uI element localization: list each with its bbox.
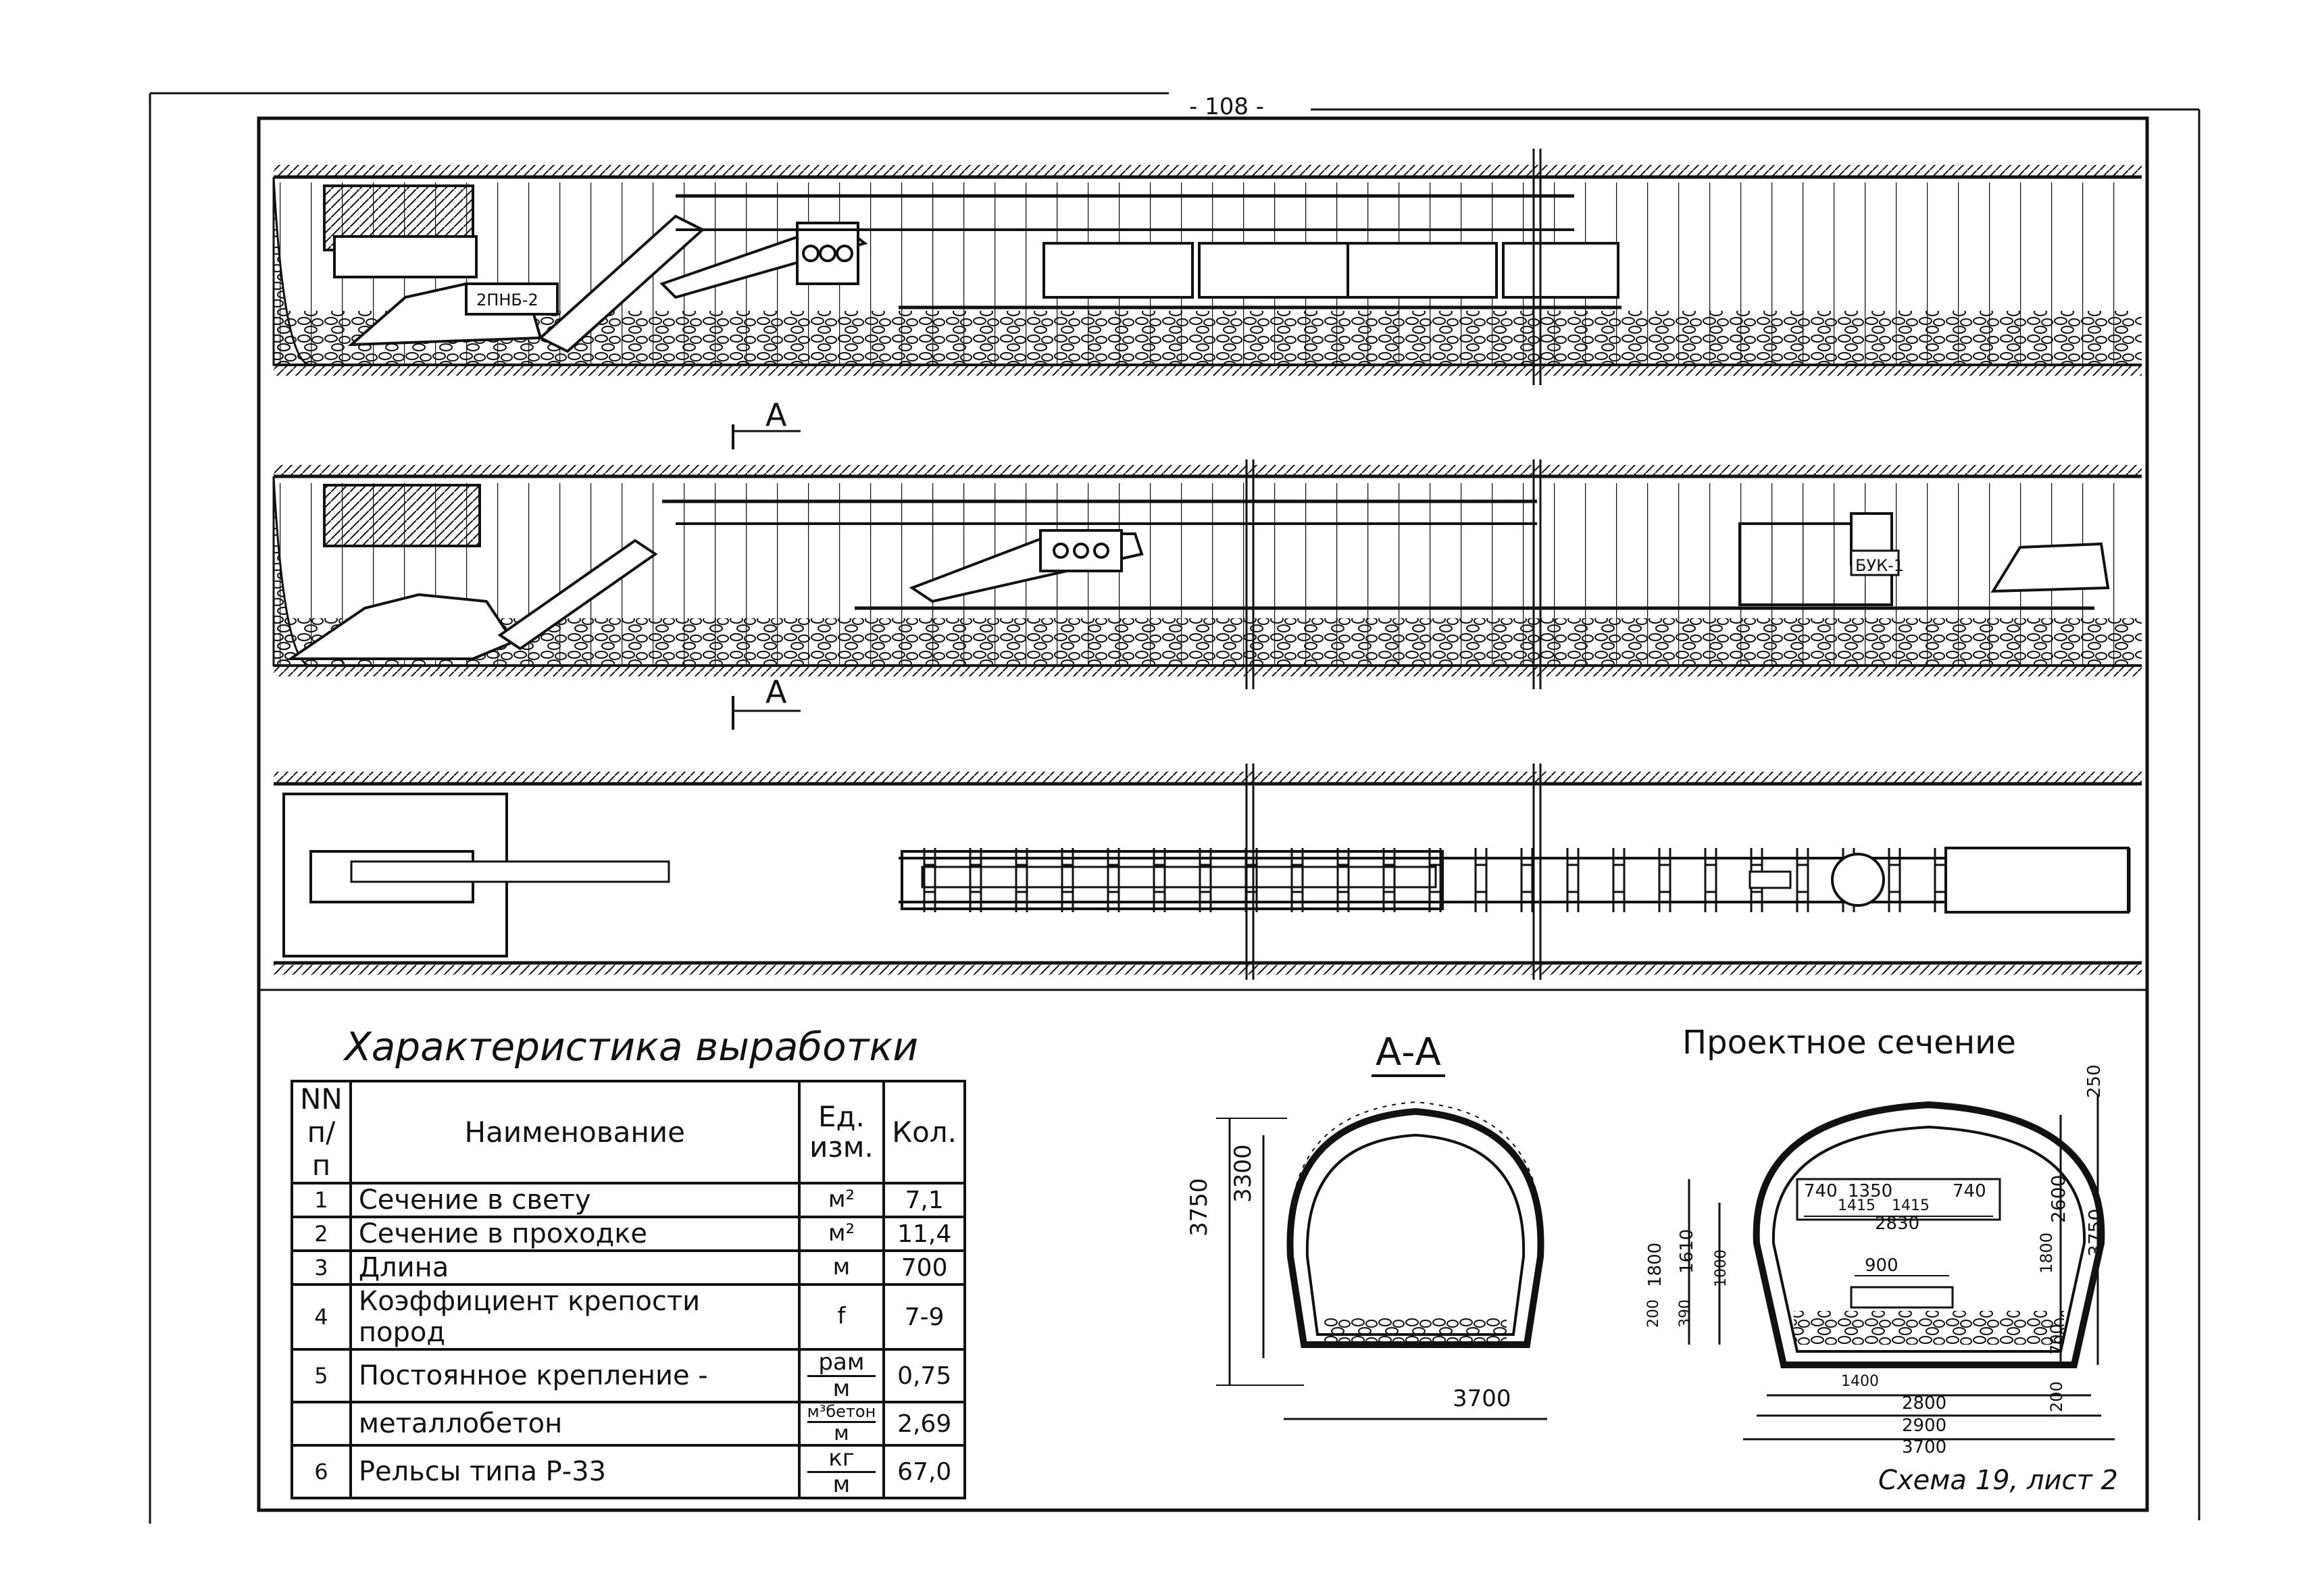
dim-1400: 1400 — [1841, 1373, 1879, 1390]
outer-frame — [149, 92, 2200, 1524]
row-qty: 0,75 — [882, 1347, 966, 1404]
aa-dim-3300: 3300 — [1230, 1144, 1257, 1203]
header-name: Наименование — [349, 1080, 801, 1184]
header-unit: Ед. изм. — [797, 1080, 886, 1184]
table-header-row: NN п/п Наименование Ед. изм. Кол. — [291, 1080, 966, 1184]
row-qty: 11,4 — [882, 1216, 966, 1252]
dim-250: 250 — [2084, 1064, 2105, 1098]
row-name: Коэффициент крепости пород — [349, 1283, 801, 1351]
aa-dim-3700: 3700 — [1453, 1385, 1511, 1412]
drill-label: БУК-1 — [1855, 556, 1904, 575]
header-qty: Кол. — [882, 1080, 966, 1184]
row-unit: м — [797, 1249, 886, 1286]
dim-left-390: 390 — [1677, 1299, 1694, 1328]
dim-1415-right: 1415 — [1892, 1197, 1930, 1214]
row-name: Длина — [349, 1249, 801, 1286]
dim-900: 900 — [1865, 1255, 1898, 1276]
table-row: 1 Сечение в свету м² 7,1 — [291, 1182, 966, 1218]
row-qty: 2,69 — [882, 1401, 966, 1447]
dim-2900: 2900 — [1902, 1416, 1947, 1436]
row-no: 5 — [291, 1347, 352, 1404]
row-no: 2 — [291, 1216, 352, 1252]
row-name: Сечение в свету — [349, 1182, 801, 1218]
dim-right-1800: 1800 — [2037, 1232, 2056, 1274]
row-name: металлобетон — [349, 1401, 801, 1447]
row-name: Постоянное крепление - — [349, 1347, 801, 1404]
tunnel-view-2: БУК-1 — [272, 459, 2142, 689]
section-mark-bottom: A — [732, 674, 801, 730]
row-name: Сечение в проходке — [349, 1216, 801, 1252]
row-name: Рельсы типа Р-33 — [349, 1444, 801, 1500]
row-unit: м² — [797, 1216, 886, 1252]
dim-1415-left: 1415 — [1838, 1197, 1876, 1214]
loader-label: 2ПНБ-2 — [476, 291, 538, 309]
row-qty: 7,1 — [882, 1182, 966, 1218]
unit-denominator: м — [807, 1374, 876, 1401]
row-no: 3 — [291, 1249, 352, 1286]
design-section-title: Проектное сечение — [1682, 1024, 2016, 1062]
dim-right-700: 700 — [2047, 1324, 2066, 1355]
table-row: 2 Сечение в проходке м² 11,4 — [291, 1216, 966, 1252]
dim-right-200: 200 — [2047, 1381, 2066, 1412]
row-no: 6 — [291, 1444, 352, 1500]
section-mark-top: A — [732, 397, 801, 449]
unit-numerator: м³бетон — [807, 1402, 876, 1422]
dim-740-right: 740 — [1953, 1181, 1986, 1201]
dim-right-3750: 3750 — [2084, 1208, 2107, 1257]
table-title: Характеристика выработки — [345, 1024, 919, 1070]
dim-3700: 3700 — [1902, 1437, 1947, 1457]
row-qty: 67,0 — [882, 1444, 966, 1500]
dim-740-left: 740 — [1804, 1181, 1838, 1201]
dim-left-200: 200 — [1645, 1299, 1662, 1328]
section-letter-top: A — [765, 397, 787, 433]
tunnel-view-1: 2ПНБ-2 — [272, 149, 2142, 385]
page-number: - 108 - — [1189, 93, 1265, 120]
sheet-caption: Схема 19, лист 2 — [1878, 1465, 2118, 1496]
aa-dim-3750: 3750 — [1186, 1178, 1213, 1237]
unit-numerator: кг — [828, 1445, 855, 1472]
row-no: 4 — [291, 1283, 352, 1351]
row-unit: м² — [797, 1182, 886, 1218]
unit-numerator: рам — [818, 1349, 865, 1376]
dim-left-1800: 1800 — [1645, 1242, 1665, 1287]
unit-denominator: м — [807, 1470, 876, 1497]
row-no — [291, 1401, 352, 1447]
row-unit: f — [797, 1283, 886, 1351]
row-no: 1 — [291, 1182, 352, 1218]
section-letter-bottom: A — [765, 674, 787, 710]
characteristics-table: NN п/п Наименование Ед. изм. Кол. 1 Сече… — [291, 1080, 966, 1500]
table-row: 3 Длина м 700 — [291, 1249, 966, 1286]
dim-1350: 1350 — [1848, 1181, 1893, 1201]
dim-2830: 2830 — [1875, 1214, 1920, 1234]
dim-left-1000: 1000 — [1713, 1249, 1730, 1287]
row-qty: 7-9 — [882, 1283, 966, 1351]
row-qty: 700 — [882, 1249, 966, 1286]
dim-left-1610: 1610 — [1677, 1228, 1697, 1274]
dim-2800: 2800 — [1902, 1393, 1947, 1414]
tunnel-plan — [274, 764, 2142, 980]
dim-right-2600: 2600 — [2047, 1174, 2069, 1223]
table-row: 4 Коэффициент крепости пород f 7-9 — [291, 1283, 966, 1351]
section-aa-drawing — [1216, 1101, 1547, 1420]
header-no: NN п/п — [291, 1080, 352, 1184]
unit-denominator: м — [807, 1420, 876, 1445]
design-section-drawing — [1688, 1095, 2115, 1441]
section-aa-title: А-А — [1372, 1030, 1445, 1077]
